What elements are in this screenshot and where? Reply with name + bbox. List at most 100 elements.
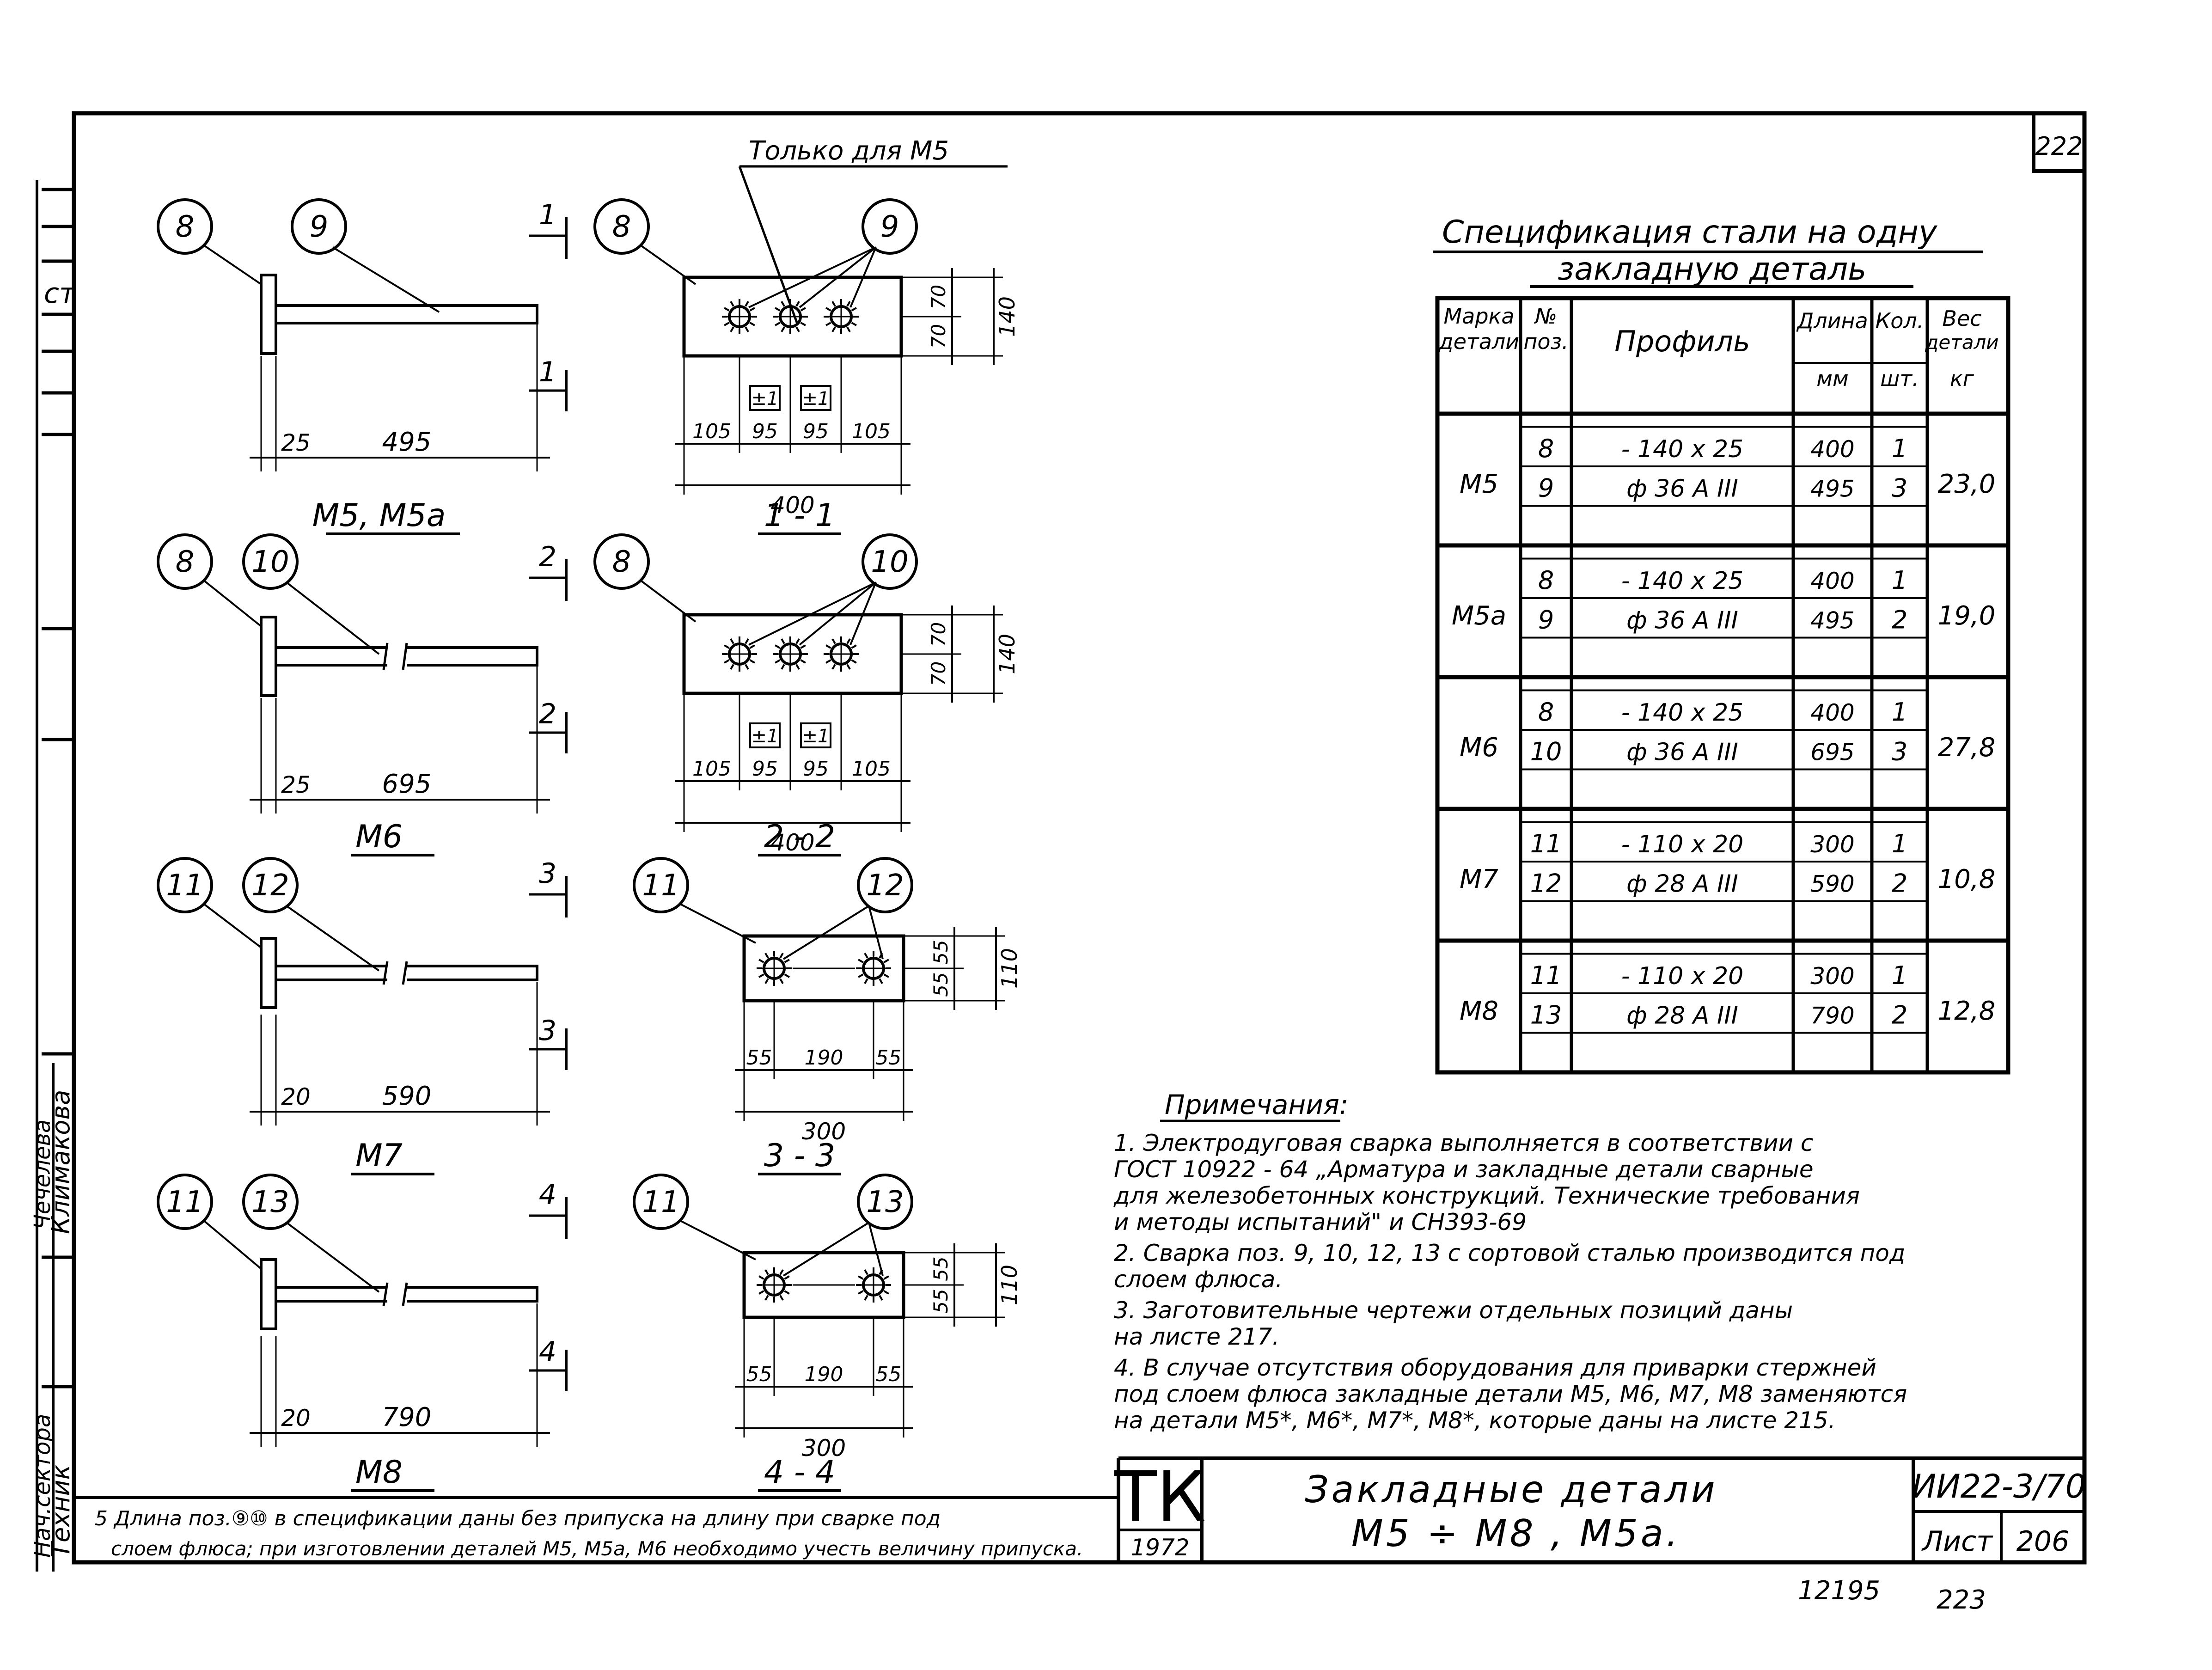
spec-cell-mark: М6 [1460, 733, 1498, 763]
dimension-text: 590 [382, 1081, 432, 1111]
weld-tick [779, 1295, 784, 1301]
weld-tick [800, 322, 806, 326]
weld-tick [851, 322, 857, 326]
leader [202, 1219, 262, 1270]
weld-tick [730, 638, 734, 644]
callout-number: 11 [642, 1185, 679, 1219]
spec-cell-mark: М5 [1460, 469, 1498, 499]
weld-tick [764, 1269, 769, 1275]
weld-tick [775, 659, 781, 664]
spec-cell-pos: 11 [1530, 829, 1562, 858]
weld-tick [831, 638, 836, 644]
break-line [382, 1282, 389, 1306]
break-line [402, 961, 408, 985]
plate-side [260, 274, 277, 355]
weld-tick [775, 644, 781, 649]
break-line [382, 642, 389, 670]
weld-tick [846, 664, 851, 670]
spec-cell-qty: 3 [1892, 737, 1907, 766]
spec-header-weight: Вес [1942, 306, 1981, 331]
callout-circle [593, 198, 650, 255]
callout-circle [862, 198, 918, 255]
tolerance-text: ±1 [752, 388, 779, 410]
leader [639, 244, 697, 285]
weld-tick [745, 638, 749, 644]
plate-side [260, 1258, 277, 1330]
weld-tick [800, 659, 806, 664]
weld-tick [795, 326, 800, 332]
spec-cell-mark: М7 [1460, 864, 1498, 894]
tolerance-box [800, 385, 831, 411]
weld-tick [864, 953, 868, 959]
weld-tick [764, 953, 769, 959]
callout-circle [242, 533, 299, 590]
callout-circle [157, 857, 213, 913]
weld-tick [758, 1290, 764, 1295]
weld-tick [864, 1269, 868, 1275]
callout-number: 9 [310, 210, 329, 244]
spec-cell-length: 495 [1810, 607, 1854, 634]
spec-cell-qty: 2 [1892, 606, 1907, 635]
note-line: на детали М5*, М6*, М7*, М8*, которые да… [1114, 1407, 1836, 1434]
sheet-number-box: 222 [2032, 111, 2086, 173]
note-line: на листе 217. [1114, 1323, 1279, 1350]
weld-tick [784, 1290, 790, 1295]
weld-tick [730, 301, 734, 307]
spec-cell-pos: 11 [1530, 961, 1562, 990]
note-line: 2. Сварка поз. 9, 10, 12, 13 с сортовой … [1114, 1240, 1905, 1266]
dimension-text: 55 [929, 972, 952, 997]
weld-tick [781, 326, 785, 332]
callout-circle [633, 857, 689, 913]
bar-hole [757, 951, 792, 986]
note-line: слоем флюса. [1114, 1266, 1283, 1293]
dimension-text: 140 [995, 296, 1020, 337]
tolerance-box [749, 385, 781, 411]
spec-header-pos: № [1534, 304, 1557, 329]
section-mark-label: 2 [539, 698, 556, 730]
break-line [402, 642, 408, 670]
dimension-text: 95 [803, 420, 829, 443]
callout-number: 13 [251, 1185, 289, 1219]
bar-hole [824, 636, 859, 672]
leader [286, 1222, 380, 1293]
note-line: 1. Электродуговая сварка выполняется в с… [1114, 1130, 1813, 1156]
bar-side [275, 304, 538, 324]
section-mark-label: 4 [539, 1336, 556, 1368]
bar-hole [722, 299, 757, 334]
tolerance-text: ±1 [802, 388, 830, 410]
spec-cell-pos: 12 [1530, 869, 1562, 898]
weld-tick [846, 638, 851, 644]
weld-tick [775, 307, 781, 312]
weld-tick [858, 959, 864, 963]
spec-cell-profile: ф 28 А III [1626, 1002, 1738, 1030]
weld-tick [781, 664, 785, 670]
callout-circle [157, 533, 213, 590]
dimension-text: 95 [752, 757, 778, 781]
leader [202, 903, 262, 948]
spec-cell-pos: 9 [1538, 606, 1554, 635]
view-title: М6 [355, 819, 403, 855]
sheet-number: 222 [2035, 132, 2083, 161]
spec-cell-length: 495 [1810, 476, 1854, 502]
dimension-text: 300 [802, 1435, 846, 1462]
weld-tick [883, 973, 889, 978]
spec-cell-pos: 13 [1530, 1001, 1562, 1030]
dimension-text: 70 [927, 285, 950, 309]
dimension-text: 55 [929, 1289, 952, 1313]
weld-tick [749, 322, 755, 326]
dimension-text: 400 [770, 829, 814, 856]
weld-tick [724, 644, 730, 649]
callout-number: 11 [166, 869, 203, 903]
spec-cell-length: 400 [1810, 568, 1854, 594]
dimension-text: 20 [281, 1405, 311, 1431]
weld-tick [831, 326, 836, 332]
